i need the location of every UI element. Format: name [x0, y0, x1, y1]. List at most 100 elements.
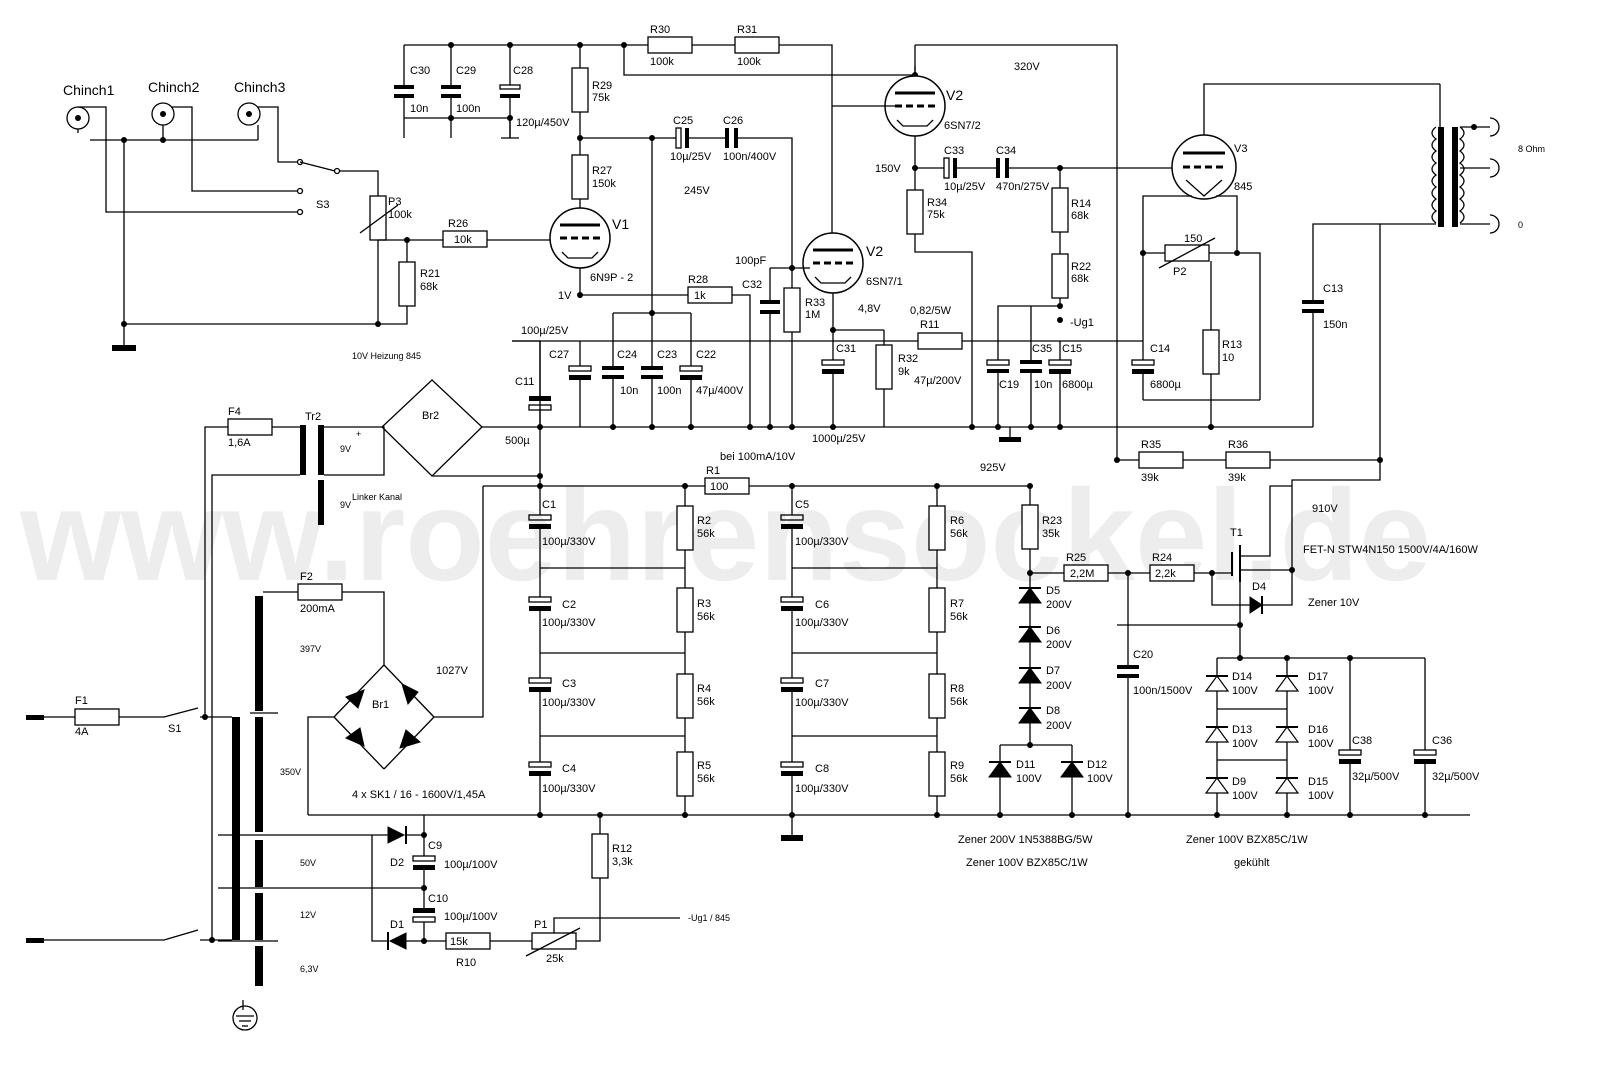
- label-v2-2: V2: [946, 87, 963, 103]
- label-r29: R29: [592, 80, 612, 92]
- label-f1: F1: [75, 695, 88, 707]
- resistor-r31: [734, 36, 780, 54]
- resistor-r22: [1051, 253, 1069, 299]
- resistor-r14: [1051, 187, 1069, 233]
- label-r11-cap: 47µ/200V: [914, 375, 962, 387]
- value-r3: 56k: [697, 611, 715, 623]
- label-c15: C15: [1062, 343, 1082, 355]
- resistor-r29: [571, 67, 589, 113]
- note-fet: FET-N STW4N150 1500V/4A/160W: [1303, 544, 1478, 556]
- value-r7: 56k: [950, 611, 968, 623]
- value-c15: 6800µ: [1062, 379, 1093, 391]
- value-c38: 32µ/500V: [1352, 771, 1400, 783]
- value-r35: 39k: [1141, 472, 1159, 484]
- label-d8: D8: [1046, 705, 1060, 717]
- label-r28: R28: [688, 274, 708, 286]
- label-150v: 150V: [875, 163, 901, 175]
- label-r34: R34: [927, 197, 947, 209]
- power-transformer-hv-winding: [255, 596, 263, 711]
- label-397v: 397V: [300, 644, 321, 654]
- value-c20: 100n/1500V: [1133, 685, 1193, 697]
- resistor-r27: [571, 154, 589, 200]
- label-r25: R25: [1066, 552, 1086, 564]
- pot-p3: [369, 195, 387, 241]
- label-d12: D12: [1087, 759, 1107, 771]
- resistor-r6: [928, 505, 946, 551]
- label-c23: C23: [657, 349, 677, 361]
- label-c27: C27: [549, 349, 569, 361]
- label-f2: F2: [300, 571, 313, 583]
- label-c5: C5: [795, 499, 809, 511]
- value-r34: 75k: [927, 209, 945, 221]
- label-r12: R12: [612, 843, 632, 855]
- value-c13: 150n: [1323, 319, 1347, 331]
- label-0-ohm: 0: [1518, 220, 1523, 230]
- note-heizung: 10V Heizung 845: [352, 351, 421, 361]
- label-br2: Br2: [422, 410, 439, 422]
- value-r24: 2,2k: [1155, 568, 1176, 580]
- value-r25: 2,2M: [1070, 568, 1094, 580]
- value-r14: 68k: [1071, 210, 1089, 222]
- label-1027v: 1027V: [436, 665, 468, 677]
- value-r11: 0,82/5W: [910, 305, 952, 317]
- label-d7: D7: [1046, 665, 1060, 677]
- resistor-r11: [917, 332, 963, 350]
- label-d14: D14: [1232, 671, 1252, 683]
- v3-output-stage: V3 845 150 P2 R13 10 8 Ohm 0: [1140, 83, 1545, 460]
- label-r13: R13: [1222, 339, 1242, 351]
- label-chinch3: Chinch3: [234, 79, 286, 95]
- heater-and-bias-caps: 100µ/25V C27 C24 10n C23 100n C22 47µ/40…: [512, 135, 1313, 442]
- power-supply: F1 4A S1 F4 1,6A Tr2 9V 9V + Linker Kana…: [26, 340, 730, 1031]
- value-f2: 200mA: [300, 603, 336, 615]
- label-c25: C25: [673, 115, 693, 127]
- label-c3: C3: [562, 678, 576, 690]
- label-r1: R1: [706, 465, 720, 477]
- value-r23: 35k: [1042, 528, 1060, 540]
- value-p1: 25k: [546, 953, 564, 965]
- resistor-r23: [1021, 504, 1039, 550]
- power-transformer-primary: [232, 717, 240, 940]
- label-12v: 12V: [300, 910, 316, 920]
- value-c26: 100n/400V: [723, 151, 777, 163]
- resistor-r36: [1225, 451, 1271, 469]
- label-c14: C14: [1150, 343, 1170, 355]
- label-9v-b: 9V: [340, 500, 351, 510]
- label-r30: R30: [650, 24, 670, 36]
- resistor-r33: [783, 287, 801, 333]
- label-r32: R32: [898, 353, 918, 365]
- label-r5: R5: [697, 760, 711, 772]
- label-d4: D4: [1252, 581, 1266, 593]
- label-c31: C31: [836, 343, 856, 355]
- label-r23: R23: [1042, 515, 1062, 527]
- label-9v-a: 9V: [340, 444, 351, 454]
- label-d16: D16: [1308, 724, 1328, 736]
- value-r6: 56k: [950, 528, 968, 540]
- transformer-tr2-primary: [300, 425, 306, 475]
- label-350v: 350V: [280, 767, 301, 777]
- label-c10: C10: [428, 893, 448, 905]
- value-c31: 1000µ/25V: [812, 433, 866, 445]
- label-d13: D13: [1232, 724, 1252, 736]
- value-c14: 6800µ: [1150, 379, 1181, 391]
- tube-v3: [1171, 134, 1237, 200]
- value-d15: 100V: [1308, 790, 1334, 802]
- label-t1: T1: [1230, 527, 1243, 539]
- label-r3: R3: [697, 598, 711, 610]
- value-r13: 10: [1222, 352, 1234, 364]
- value-d11: 100V: [1016, 773, 1042, 785]
- top-rail: R30 100k R31 100k C30 10n C29 100n C28 1…: [394, 24, 915, 235]
- ground-symbol-3: [781, 835, 803, 841]
- resistor-r12: [591, 833, 609, 879]
- v2-second-stage: V2 6SN7/2 320V 150V R34 75k C33 10µ/25V …: [832, 44, 1176, 460]
- value-c29: 100n: [456, 103, 480, 115]
- label-r21: R21: [420, 268, 440, 280]
- value-r12: 3,3k: [612, 856, 633, 868]
- value-c30: 10n: [410, 103, 428, 115]
- value-p3: 100k: [388, 209, 412, 221]
- value-d6: 200V: [1046, 639, 1072, 651]
- jack-chinch3: [237, 102, 261, 126]
- label-c6: C6: [815, 599, 829, 611]
- value-c4: 100µ/330V: [542, 783, 596, 795]
- label-c30: C30: [410, 65, 430, 77]
- resistor-r8: [928, 673, 946, 719]
